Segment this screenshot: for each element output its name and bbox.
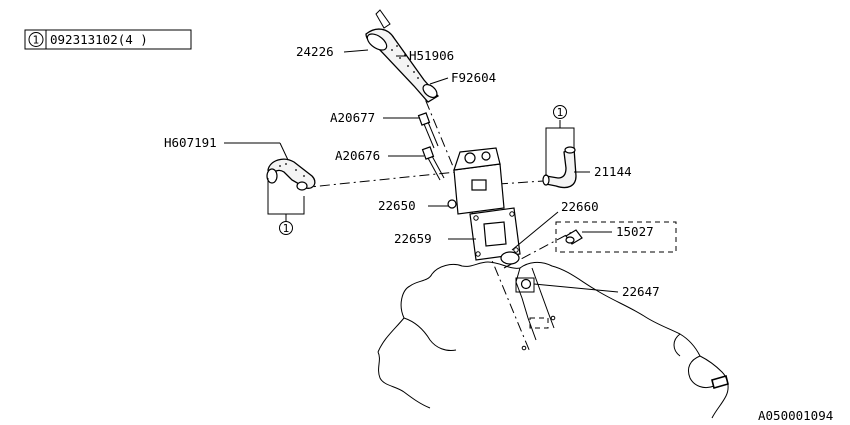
- callout-h51906: H51906: [409, 48, 454, 63]
- callout-21144: 21144: [594, 164, 632, 179]
- callout-22650: 22650: [378, 198, 416, 213]
- engine-outline: [377, 261, 729, 419]
- plug-15027: [565, 229, 583, 245]
- leader-lines: [224, 49, 619, 293]
- callout-f92604: F92604: [451, 70, 496, 85]
- callout-22660: 22660: [561, 199, 599, 214]
- legend-box: 1 092313102(4 ): [24, 29, 192, 50]
- callout-a20676: A20676: [335, 148, 380, 163]
- sensor-22647: [520, 278, 532, 290]
- legend-part-number: 092313102(4 ): [50, 32, 148, 47]
- callout-a20677: A20677: [330, 110, 375, 125]
- callout-24226: 24226: [296, 44, 334, 59]
- ref-marker-left: 1: [279, 221, 293, 235]
- svg-text:1: 1: [557, 106, 564, 119]
- washer: [500, 251, 520, 265]
- bolt-a20676: [421, 146, 445, 181]
- left-hose: [266, 158, 316, 191]
- optional-part-box: [555, 221, 677, 253]
- upper-hose: [365, 9, 440, 103]
- egr-valve: [447, 147, 505, 215]
- left-hose-axis: [299, 171, 457, 189]
- legend-marker: 1: [33, 34, 40, 47]
- right-pipe: [542, 146, 577, 189]
- ref-marker-right: 1: [553, 105, 567, 119]
- callout-15027: 15027: [616, 224, 654, 239]
- callout-22659: 22659: [394, 231, 432, 246]
- callout-h607191: H607191: [164, 135, 217, 150]
- svg-text:1: 1: [283, 222, 290, 235]
- right-pipe-axis: [497, 180, 545, 185]
- bolt-a20677: [417, 112, 439, 149]
- gasket: [469, 207, 521, 261]
- diagram-code: A050001094: [758, 408, 833, 423]
- callout-22647: 22647: [622, 284, 660, 299]
